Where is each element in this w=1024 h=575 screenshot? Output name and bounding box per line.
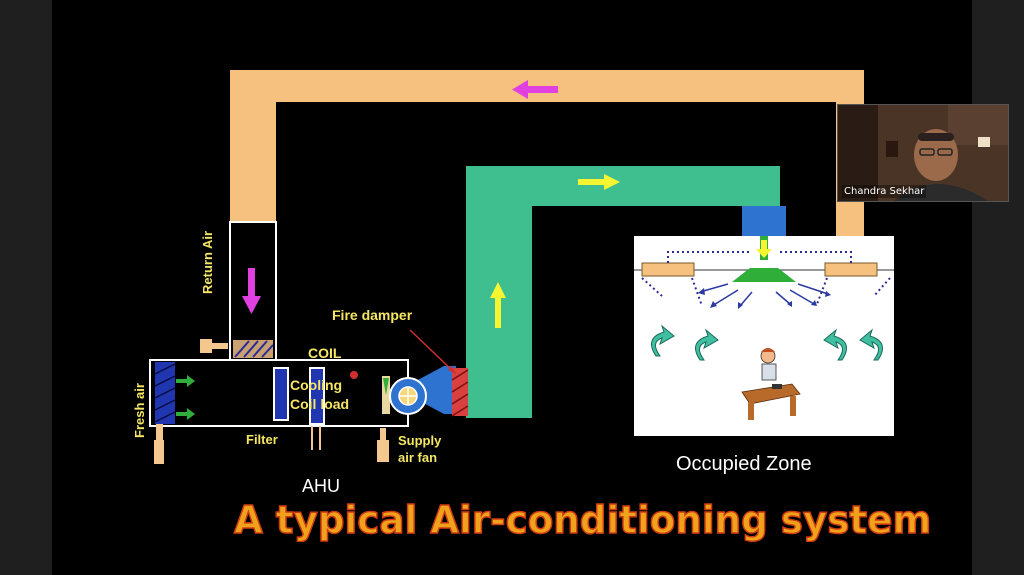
return-grille-left: [642, 263, 694, 276]
cooling-coil-load-label: Cooling Coil load: [290, 376, 349, 414]
presentation-slide: Return Air Fresh air Fire damper COIL Co…: [52, 0, 972, 575]
ac-system-diagram: [52, 0, 972, 575]
ahu-label: AHU: [302, 476, 340, 497]
coil-indicator-dot: [350, 371, 358, 379]
return-damper: [233, 340, 273, 358]
fresh-air-label: Fresh air: [132, 383, 147, 438]
filter-label: Filter: [246, 432, 278, 447]
occupied-zone-label: Occupied Zone: [676, 453, 812, 476]
slide-title: A typical Air-conditioning system: [234, 498, 931, 542]
return-air-label: Return Air: [200, 231, 215, 294]
fire-damper-pointer: [410, 330, 456, 374]
participant-video[interactable]: Chandra Sekhar: [837, 104, 1009, 202]
supply-diffuser-box: [742, 206, 786, 240]
supply-air-fan-label: Supply air fan: [398, 432, 441, 466]
filter: [274, 368, 288, 420]
fire-damper-label: Fire damper: [332, 307, 412, 323]
participant-name: Chandra Sekhar: [842, 185, 926, 198]
return-grille-right: [825, 263, 877, 276]
coil-label: COIL: [308, 345, 341, 361]
